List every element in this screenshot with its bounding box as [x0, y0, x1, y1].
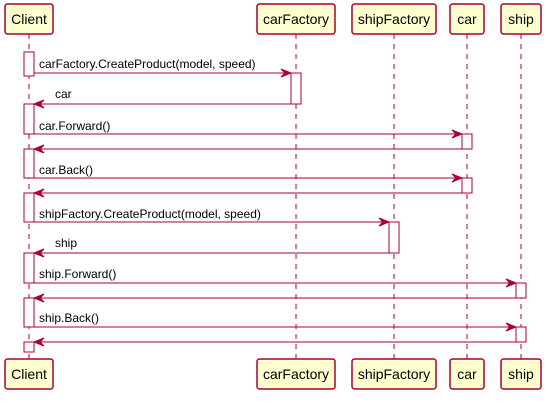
participant-carFactory-bottom: carFactory	[256, 358, 336, 390]
message-arrowhead	[378, 217, 391, 227]
message-9: ship.Forward()	[34, 267, 518, 288]
message-10	[32, 293, 516, 303]
participant-box	[4, 3, 54, 35]
message-11: ship.Back()	[34, 311, 518, 332]
participant-label: Client	[11, 11, 47, 27]
message-arrowhead	[32, 248, 45, 258]
message-label: shipFactory.CreateProduct(model, speed)	[39, 207, 261, 221]
participant-box	[351, 3, 437, 35]
participant-box	[449, 358, 485, 390]
message-label: car	[55, 87, 72, 101]
message-3: car.Forward()	[34, 119, 464, 139]
message-label: car.Forward()	[39, 119, 110, 133]
participant-car-top: car	[449, 3, 485, 35]
participant-box	[256, 3, 336, 35]
activation-bar-carFactory	[290, 72, 302, 105]
participant-label: ship	[508, 11, 534, 27]
message-4	[32, 144, 462, 154]
participant-box	[500, 358, 542, 390]
participant-shipFactory-top: shipFactory	[351, 3, 437, 35]
participant-label: Client	[11, 366, 47, 382]
message-arrowhead	[32, 293, 45, 303]
activation-bar-car	[461, 133, 473, 150]
activation-bar-client	[23, 297, 35, 328]
message-arrowhead	[32, 188, 45, 198]
activation-bar-shipFactory	[388, 221, 400, 254]
participant-box	[351, 358, 437, 390]
message-arrowhead	[32, 99, 45, 109]
message-arrowhead	[32, 144, 45, 154]
participant-label: car	[457, 366, 477, 382]
participant-box	[4, 358, 54, 390]
message-label: car.Back()	[39, 163, 93, 177]
participant-label: carFactory	[263, 11, 329, 27]
activation-bar-car	[461, 177, 473, 194]
activation-bar-ship	[515, 282, 527, 299]
participant-client-top: Client	[4, 3, 54, 35]
participant-client-bottom: Client	[4, 358, 54, 390]
participant-ship-top: ship	[500, 3, 542, 35]
activation-bar-ship	[515, 326, 527, 343]
participant-label: shipFactory	[358, 366, 430, 382]
participant-label: car	[457, 11, 477, 27]
activation-bar-client	[23, 252, 35, 284]
activation-bar-client	[23, 51, 35, 77]
participant-label: carFactory	[263, 366, 329, 382]
participant-box	[256, 358, 336, 390]
participant-box	[500, 3, 542, 35]
message-label: ship	[55, 236, 77, 250]
message-8: ship	[32, 236, 389, 258]
message-arrowhead	[451, 129, 464, 139]
activation-bar-client	[23, 341, 35, 353]
participant-car-bottom: car	[449, 358, 485, 390]
message-7: shipFactory.CreateProduct(model, speed)	[34, 207, 391, 227]
message-label: carFactory.CreateProduct(model, speed)	[39, 57, 256, 71]
message-arrowhead	[32, 337, 45, 347]
message-arrowhead	[505, 322, 518, 332]
message-arrowhead	[451, 173, 464, 183]
participant-box	[449, 3, 485, 35]
activation-bar-client	[23, 103, 35, 135]
message-label: ship.Back()	[39, 311, 99, 325]
participant-label: ship	[508, 366, 534, 382]
message-6	[32, 188, 462, 198]
message-5: car.Back()	[34, 163, 464, 183]
message-label: ship.Forward()	[39, 267, 116, 281]
participant-carFactory-top: carFactory	[256, 3, 336, 35]
message-2: car	[32, 87, 291, 109]
message-arrowhead	[505, 278, 518, 288]
activation-bar-client	[23, 148, 35, 179]
message-12	[32, 337, 516, 347]
participant-shipFactory-bottom: shipFactory	[351, 358, 437, 390]
participant-ship-bottom: ship	[500, 358, 542, 390]
participant-label: shipFactory	[358, 11, 430, 27]
activation-bar-client	[23, 192, 35, 223]
message-arrowhead	[280, 68, 293, 78]
message-1: carFactory.CreateProduct(model, speed)	[34, 57, 293, 78]
